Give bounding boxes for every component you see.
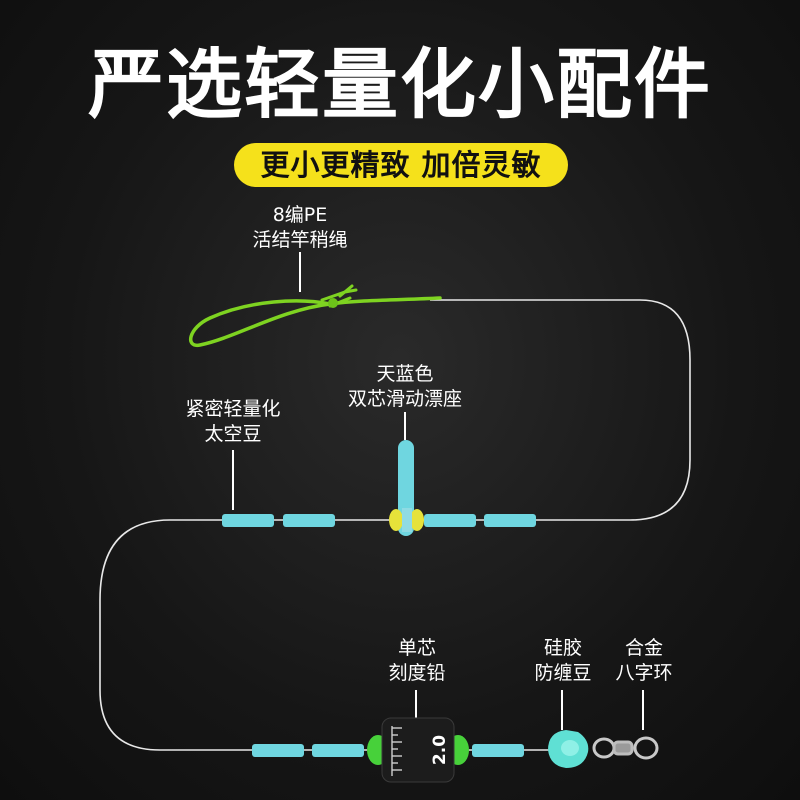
silicone-bean-label: 硅胶 防缠豆 <box>534 637 592 684</box>
main-fishing-line <box>99 299 691 751</box>
lead-sinker-icon: 2.0 <box>367 717 469 783</box>
subtitle-badge: 更小更精致 加倍灵敏 <box>234 143 568 187</box>
float-seat-icon <box>389 440 424 536</box>
space-bean <box>222 514 274 527</box>
space-bean <box>312 744 364 757</box>
pe-line-label: 8编PE 活结竿稍绳 <box>252 204 348 251</box>
space-bean <box>484 514 536 527</box>
knot-icon <box>328 298 338 308</box>
lead-scale-text: 2.0 <box>430 735 450 765</box>
lead-sinker-label: 单芯 刻度铅 <box>388 637 446 684</box>
space-bean-label: 紧密轻量化 太空豆 <box>185 398 281 445</box>
page-title: 严选轻量化小配件 <box>88 40 712 129</box>
space-bean-group-lower <box>252 744 524 757</box>
space-bean <box>283 514 335 527</box>
space-bean <box>472 744 524 757</box>
pe-loop-line <box>189 284 442 347</box>
space-bean-group-upper <box>222 514 536 527</box>
swivel-label: 合金 八字环 <box>615 637 673 684</box>
space-bean <box>252 744 304 757</box>
float-seat-label: 天蓝色 双芯滑动漂座 <box>347 363 462 410</box>
silicone-bean-icon <box>548 730 589 768</box>
swivel-icon <box>592 736 659 760</box>
space-bean <box>424 514 476 527</box>
